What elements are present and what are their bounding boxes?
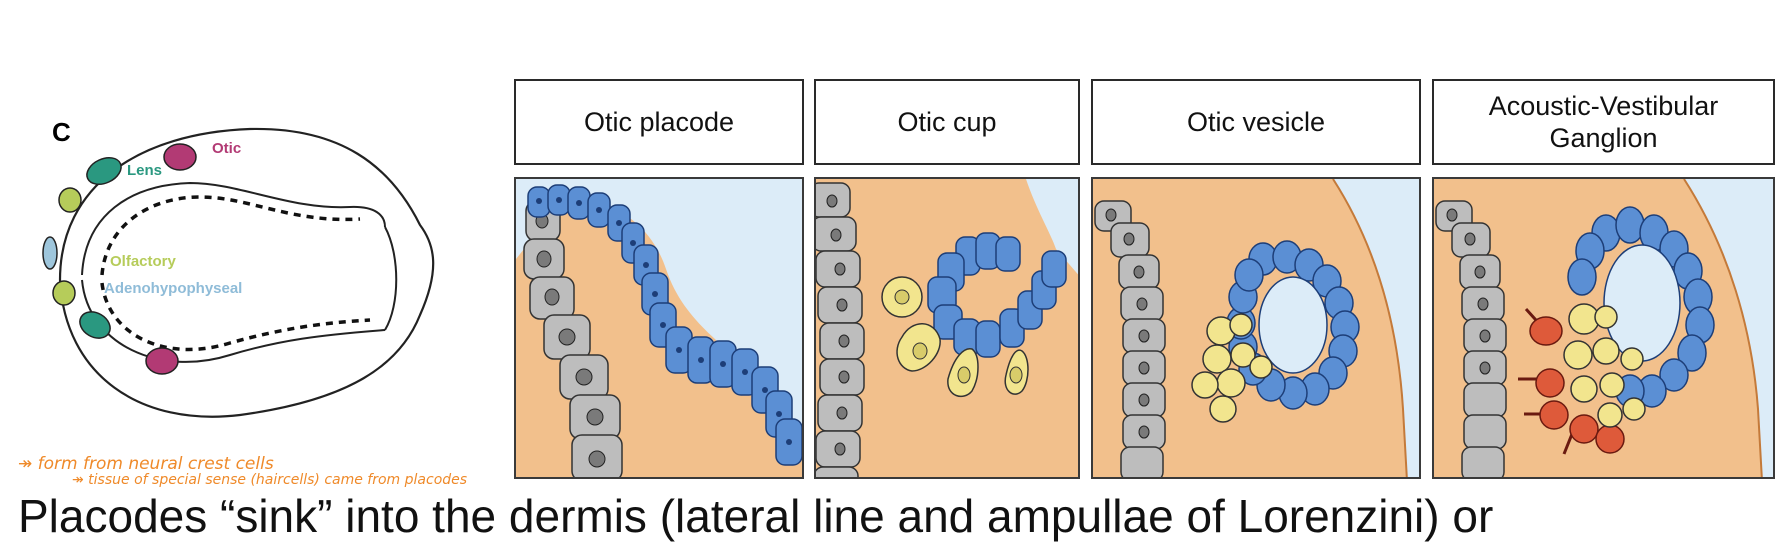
neuroblast-cells [1191,313,1273,423]
stage-panel-otic-placode [514,177,804,479]
adenohypophyseal-placode [42,236,58,270]
neuroblast-cells [1563,303,1646,428]
panel-letter: C [52,117,71,147]
annotation-special-sense: ↠ tissue of special sense (haircells) ca… [72,472,468,488]
stage-title-ganglion: Acoustic-Vestibular Ganglion [1432,79,1775,165]
lens-placode-bottom [79,311,111,339]
otic-placode-bottom [145,347,179,375]
stage-panel-ganglion [1432,177,1775,479]
placode-vesicle [1567,206,1715,408]
lens-placode-top [86,156,122,186]
otic-label: Otic [212,140,242,157]
stage-panel-otic-cup [814,177,1080,479]
stage-panel-otic-vesicle [1091,177,1421,479]
placode-cells [927,232,1067,358]
olfactory-label: Olfactory [110,253,176,270]
neural-fold-upper [81,181,386,276]
neural-plate-dashed-lower [100,282,371,352]
embryo-diagram [42,127,435,418]
adenohypophyseal-label: Adenohypophyseal [104,280,243,297]
neural-plate-dashed-upper [100,195,361,276]
stage-title-otic-placode: Otic placode [514,79,804,165]
stage-title-otic-cup: Otic cup [814,79,1080,165]
ganglion-neurons [1518,307,1625,455]
epidermis-cells [1435,200,1507,477]
olfactory-placode-top [58,187,82,213]
stage-title-otic-vesicle: Otic vesicle [1091,79,1421,165]
caption-text: Placodes “sink” into the dermis (lateral… [18,490,1494,542]
otic-placode-top [163,143,197,171]
lens-label: Lens [127,162,163,179]
annotation-neural-crest: ↠ form from neural crest cells [18,454,274,474]
olfactory-placode-bottom [52,280,76,306]
